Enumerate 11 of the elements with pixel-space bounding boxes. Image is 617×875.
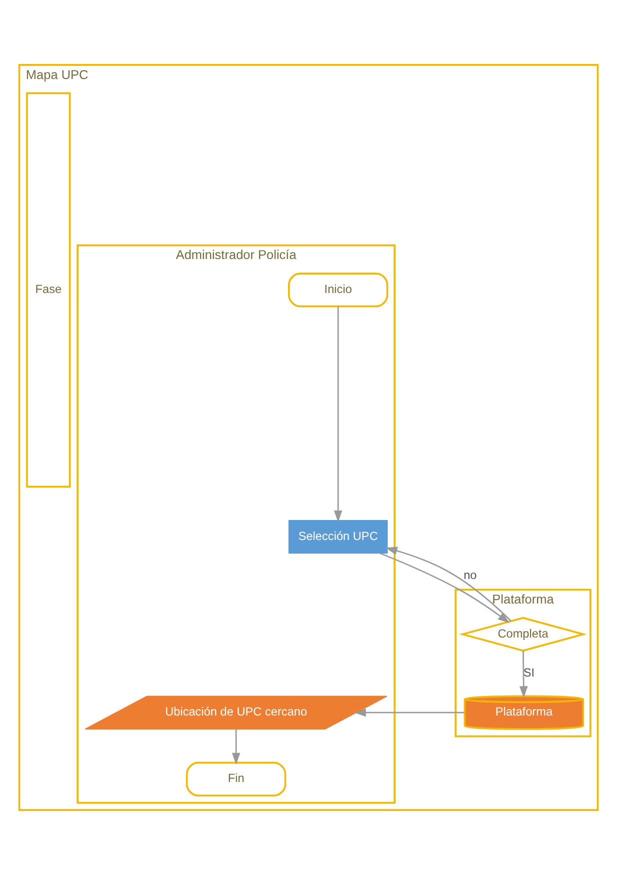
arrow bbox=[334, 306, 342, 522]
node-box: Fin bbox=[186, 762, 286, 796]
arrow bbox=[354, 708, 465, 717]
arrow bbox=[519, 650, 528, 698]
edge-label: SI bbox=[523, 666, 535, 680]
edge-label: no bbox=[464, 568, 477, 582]
node-box: Inicio bbox=[288, 272, 388, 308]
node-diamond: Completa bbox=[459, 616, 587, 652]
arrow bbox=[232, 729, 240, 765]
node-box: Fase bbox=[26, 92, 71, 488]
node-box: Selección UPC bbox=[288, 520, 388, 554]
